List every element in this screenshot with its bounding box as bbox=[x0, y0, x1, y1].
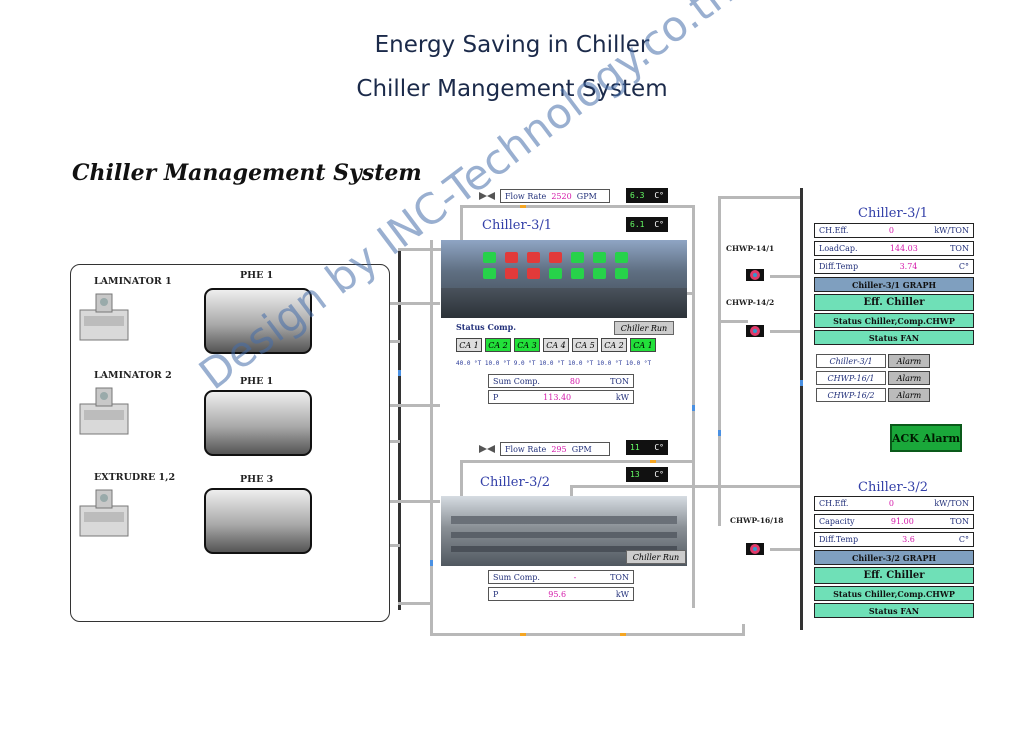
header-pipe-left bbox=[398, 248, 401, 610]
chiller1-title: Chiller-3/1 bbox=[482, 218, 553, 233]
top-supply bbox=[460, 205, 695, 208]
alarm-label-chwp-2: CHWP-16/2 bbox=[816, 388, 886, 402]
compressor-status-4[interactable]: CA 4 bbox=[543, 338, 569, 352]
compressor-status-6[interactable]: CA 2 bbox=[601, 338, 627, 352]
machine-label-laminator-2: LAMINATOR 2 bbox=[94, 370, 172, 381]
alarm-button-chwp-2[interactable]: Alarm bbox=[888, 388, 930, 402]
chiller2-flow-rate: Flow Rate 295 GPM bbox=[500, 442, 610, 456]
extruder-machine-icon[interactable] bbox=[78, 486, 130, 538]
pump-label-1: CHWP-14/1 bbox=[726, 244, 775, 253]
panel2-eff-chiller-button[interactable]: Eff. Chiller bbox=[814, 567, 974, 584]
alarm-label-chiller: Chiller-3/1 bbox=[816, 354, 886, 368]
compressor-status-7[interactable]: CA 1 bbox=[630, 338, 656, 352]
pump-label-3: CHWP-16/18 bbox=[730, 516, 784, 525]
mid-supply bbox=[460, 460, 695, 463]
alarm-button-chwp-1[interactable]: Alarm bbox=[888, 371, 930, 385]
panel1-graph-button[interactable]: Chiller-3/1 GRAPH bbox=[814, 277, 974, 292]
chiller2-title: Chiller-3/2 bbox=[480, 475, 551, 490]
pump-pipe bbox=[718, 196, 721, 526]
phe-3-exchanger[interactable] bbox=[204, 488, 312, 554]
machine-label-laminator-1: LAMINATOR 1 bbox=[94, 276, 172, 287]
panel2-status-chiller-button[interactable]: Status Chiller,Comp.CHWP bbox=[814, 586, 974, 601]
laminator-1-machine-icon[interactable] bbox=[78, 290, 130, 342]
chiller1-photo[interactable] bbox=[441, 240, 687, 318]
valve-icon bbox=[479, 192, 495, 200]
panel1-status-chiller-button[interactable]: Status Chiller,Comp.CHWP bbox=[814, 313, 974, 328]
compressor-status-1[interactable]: CA 1 bbox=[456, 338, 482, 352]
header-pipe-right bbox=[800, 188, 803, 630]
chiller2-sum-comp: Sum Comp.-TON bbox=[488, 570, 634, 584]
laminator-2-machine-icon[interactable] bbox=[78, 384, 130, 436]
machine-label-extruder: EXTRUDRE 1,2 bbox=[94, 472, 176, 483]
panel2-status-fan-button[interactable]: Status FAN bbox=[814, 603, 974, 618]
compressor-status-2[interactable]: CA 2 bbox=[485, 338, 511, 352]
return-pipe bbox=[430, 240, 433, 635]
phe-label-2: PHE 1 bbox=[240, 376, 274, 387]
phe-label-3: PHE 3 bbox=[240, 474, 274, 485]
compressor-status-3[interactable]: CA 3 bbox=[514, 338, 540, 352]
bottom-return bbox=[430, 633, 745, 636]
page-title: Chiller Management System bbox=[72, 160, 422, 186]
pump-2-icon[interactable] bbox=[746, 322, 764, 338]
pump-3-icon[interactable] bbox=[746, 540, 764, 556]
panel2-title: Chiller-3/2 bbox=[858, 480, 929, 495]
ack-alarm-button[interactable]: ACK Alarm bbox=[890, 424, 962, 452]
header-line-2: Chiller Mangement System bbox=[356, 76, 668, 102]
chiller1-compressor-values: 40.0 °T 10.0 °T 9.0 °T 10.0 °T 10.0 °T 1… bbox=[456, 360, 652, 367]
alarm-button-chiller[interactable]: Alarm bbox=[888, 354, 930, 368]
chiller1-status-label: Status Comp. bbox=[456, 322, 517, 332]
pump-label-2: CHWP-14/2 bbox=[726, 298, 775, 307]
panel1-title: Chiller-3/1 bbox=[858, 206, 929, 221]
chiller1-compressor-status-row: CA 1 CA 2 CA 3 CA 4 CA 5 CA 2 CA 1 bbox=[456, 338, 656, 352]
chiller1-flow-rate: Flow Rate 2520 GPM bbox=[500, 189, 610, 203]
bottom-riser bbox=[742, 624, 745, 636]
chiller1-run-button[interactable]: Chiller Run bbox=[614, 321, 674, 335]
alarm-label-chwp-1: CHWP-16/1 bbox=[816, 371, 886, 385]
chiller2-run-button[interactable]: Chiller Run bbox=[626, 550, 686, 564]
panel1-status-fan-button[interactable]: Status FAN bbox=[814, 330, 974, 345]
pump-1-icon[interactable] bbox=[746, 266, 764, 282]
compressor-status-5[interactable]: CA 5 bbox=[572, 338, 598, 352]
valve-icon bbox=[479, 445, 495, 453]
panel2-graph-button[interactable]: Chiller-3/2 GRAPH bbox=[814, 550, 974, 565]
phe-1-exchanger[interactable] bbox=[204, 288, 312, 354]
phe-2-exchanger[interactable] bbox=[204, 390, 312, 456]
phe-label-1: PHE 1 bbox=[240, 270, 274, 281]
header-line-1: Energy Saving in Chiller bbox=[374, 32, 650, 58]
panel1-eff-chiller-button[interactable]: Eff. Chiller bbox=[814, 294, 974, 311]
